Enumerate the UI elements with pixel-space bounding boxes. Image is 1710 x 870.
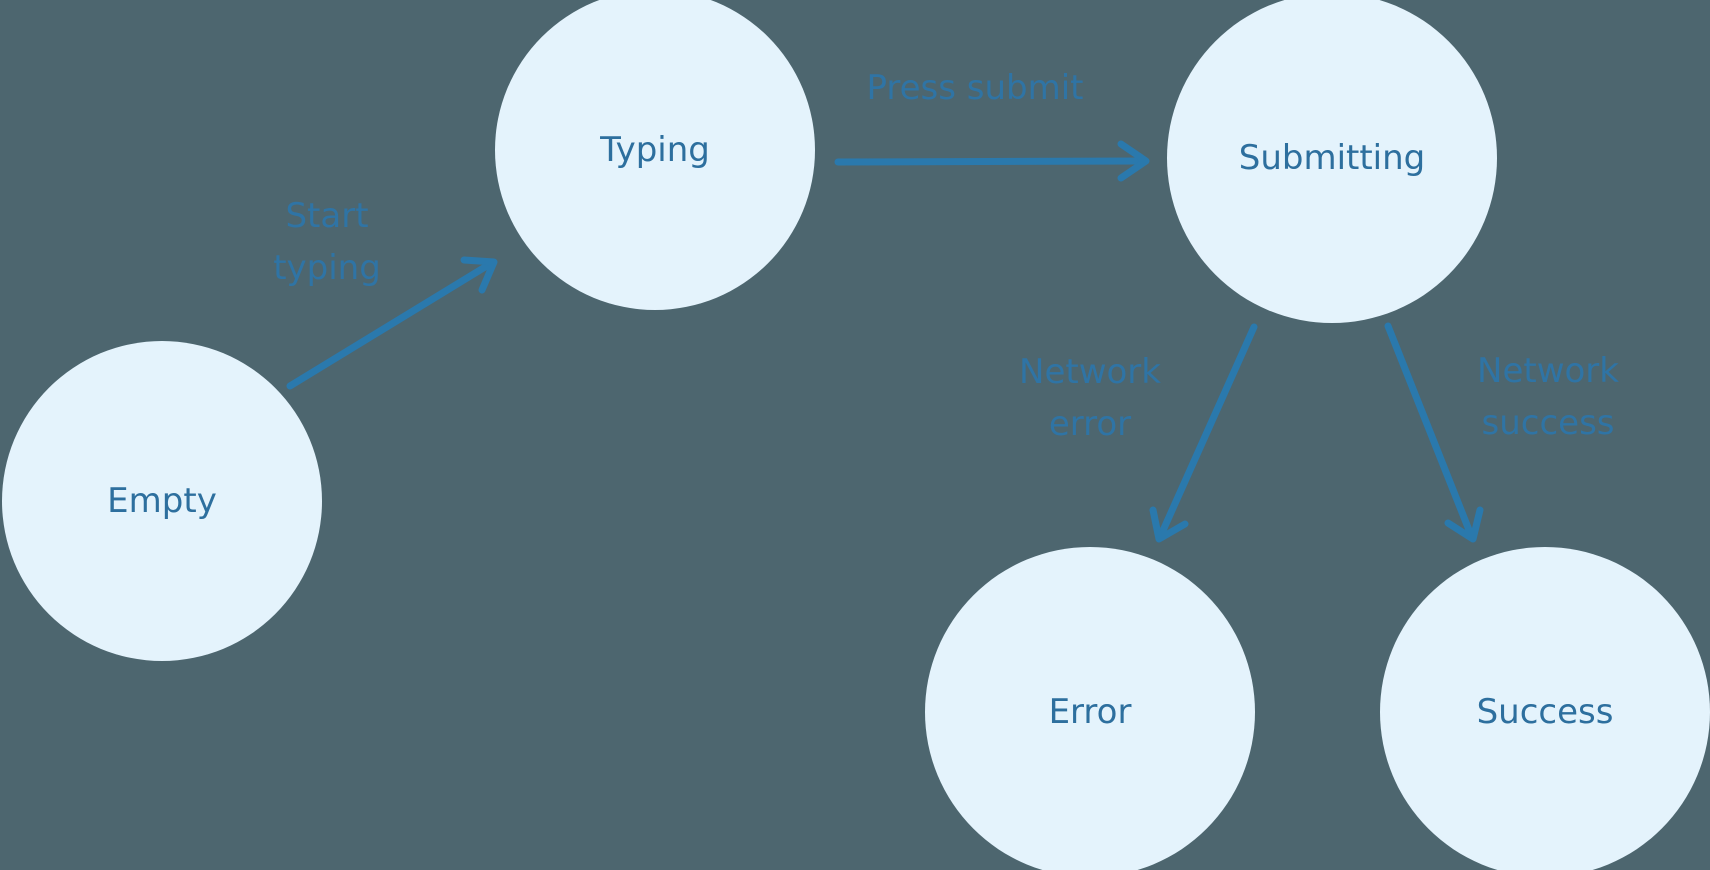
state-node-error-label: Error bbox=[1048, 692, 1132, 732]
state-node-empty: Empty bbox=[2, 341, 322, 661]
state-node-empty-label: Empty bbox=[107, 481, 217, 521]
edge-label-network-error: Network error bbox=[1019, 352, 1161, 444]
state-node-success-label: Success bbox=[1476, 692, 1614, 732]
edge-label-press-submit: Press submit bbox=[866, 68, 1084, 108]
state-node-typing-label: Typing bbox=[600, 130, 710, 170]
state-node-submitting-label: Submitting bbox=[1238, 138, 1426, 178]
state-node-typing: Typing bbox=[495, 0, 815, 310]
edge-label-network-success: Network success bbox=[1477, 351, 1619, 443]
edge-typing-to-submitting-arrow bbox=[834, 140, 1150, 182]
edge-label-start-typing: Start typing bbox=[273, 196, 381, 288]
state-node-success: Success bbox=[1380, 547, 1710, 870]
edge-submitting-to-success-arrow bbox=[1384, 322, 1484, 543]
state-node-submitting: Submitting bbox=[1167, 0, 1497, 323]
state-node-error: Error bbox=[925, 547, 1255, 870]
edge-empty-to-typing-arrow bbox=[286, 256, 498, 390]
edge-submitting-to-error-arrow bbox=[1149, 323, 1258, 543]
